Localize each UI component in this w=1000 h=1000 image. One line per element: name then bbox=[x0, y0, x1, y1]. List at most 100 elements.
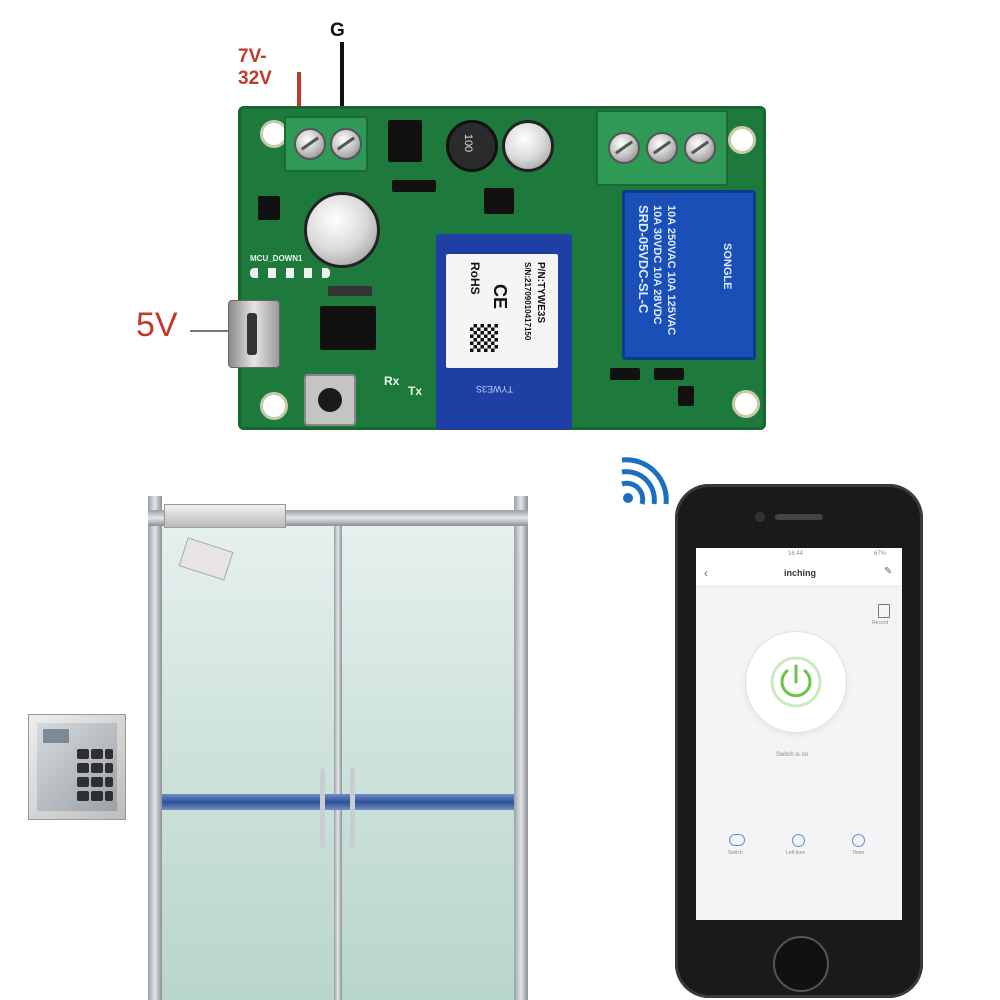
bottom-item-label: Switch bbox=[728, 850, 743, 856]
keypad-key[interactable] bbox=[77, 777, 89, 787]
keypad-key[interactable] bbox=[105, 749, 113, 759]
bottom-item-switch[interactable]: Switch bbox=[722, 834, 752, 864]
mcu-silk-label: MCU_DOWN1 bbox=[250, 254, 303, 263]
door-glass-right bbox=[342, 526, 514, 1000]
module-sn-text: S/N:21709010417150 bbox=[523, 262, 532, 341]
electric-lock bbox=[164, 504, 286, 528]
toggle-icon bbox=[729, 834, 745, 846]
module-rohs-text: RoHS bbox=[468, 262, 482, 295]
access-keypad bbox=[28, 714, 126, 820]
smartphone: 16:44 67% ‹ inching ✎ Record Switch is o… bbox=[675, 484, 923, 998]
voltage-lead-line bbox=[297, 72, 301, 130]
power-icon bbox=[770, 656, 822, 708]
ground-label: G bbox=[330, 20, 345, 41]
record-label: Record bbox=[872, 620, 889, 626]
bottom-item-label: Timer bbox=[852, 850, 865, 856]
module-antenna-text: TYWE3S bbox=[476, 384, 514, 394]
switch-status-text: Switch is on bbox=[776, 752, 809, 758]
output-terminal-block bbox=[596, 110, 728, 186]
keypad-panel bbox=[37, 723, 117, 811]
relay-rating-2: 10A 30VDC 10A 28VDC bbox=[651, 205, 663, 325]
screw-icon bbox=[646, 132, 678, 164]
door-center-divider bbox=[334, 526, 342, 1000]
inductor-value: 100 bbox=[462, 133, 475, 153]
module-ce-text: CE bbox=[490, 284, 510, 310]
screw-icon bbox=[684, 132, 716, 164]
phone-screen: 16:44 67% ‹ inching ✎ Record Switch is o… bbox=[696, 548, 902, 920]
smd-part bbox=[678, 386, 694, 406]
door-blue-rail bbox=[162, 794, 514, 810]
ground-lead-line bbox=[340, 42, 344, 132]
transistor bbox=[258, 196, 280, 220]
usb-lead-line bbox=[190, 330, 232, 332]
input-terminal-block bbox=[284, 116, 368, 172]
keypad-key[interactable] bbox=[91, 791, 103, 801]
status-time: 16:44 bbox=[788, 551, 804, 557]
back-icon[interactable]: ‹ bbox=[704, 566, 708, 580]
pcb-push-button[interactable] bbox=[304, 374, 356, 426]
keypad-key[interactable] bbox=[77, 763, 89, 773]
status-battery: 67% bbox=[874, 551, 887, 557]
door-handle-right[interactable] bbox=[350, 768, 355, 848]
usb-serial-ic bbox=[320, 306, 376, 350]
record-icon bbox=[878, 604, 890, 618]
voltage-in-label: 7V-32V bbox=[238, 46, 272, 89]
door-frame-right bbox=[514, 496, 528, 1000]
micro-usb-port[interactable] bbox=[228, 300, 280, 368]
wifi-signal-icon bbox=[621, 457, 669, 505]
record-button[interactable]: Record bbox=[872, 604, 898, 630]
smd-part bbox=[610, 368, 640, 380]
header-pads bbox=[250, 268, 330, 278]
edit-icon[interactable]: ✎ bbox=[884, 566, 893, 577]
relay-pcb-board: 100 MCU_DOWN1 Rx Tx P/N:TYWE3S S/N:21709… bbox=[228, 106, 766, 430]
small-ic bbox=[388, 120, 422, 162]
app-header: ‹ inching ✎ bbox=[696, 562, 902, 587]
rx-silk-label: Rx bbox=[384, 374, 400, 388]
screw-icon bbox=[608, 132, 640, 164]
diode bbox=[392, 180, 436, 192]
module-pn-text: P/N:TYWE3S bbox=[535, 262, 546, 324]
keypad-key[interactable] bbox=[77, 791, 89, 801]
small-capacitor bbox=[502, 120, 554, 172]
mount-hole-br bbox=[732, 390, 760, 418]
phone-speaker bbox=[775, 514, 823, 520]
clock-icon bbox=[852, 834, 865, 847]
relay-brand: SONGLE bbox=[721, 243, 733, 290]
door-handle-left[interactable] bbox=[320, 768, 325, 848]
regulator bbox=[484, 188, 514, 214]
resistor-array bbox=[328, 286, 372, 296]
bottom-item-left-time[interactable]: Left time bbox=[782, 834, 816, 864]
bottom-item-label: Left time bbox=[786, 850, 806, 856]
keypad-key[interactable] bbox=[91, 749, 103, 759]
tx-silk-label: Tx bbox=[408, 384, 423, 398]
large-capacitor bbox=[304, 192, 380, 268]
module-label-card: P/N:TYWE3S S/N:21709010417150 CE RoHS bbox=[446, 254, 558, 368]
relay-rating-1: 10A 250VAC 10A 125VAC bbox=[665, 205, 677, 336]
door-glass-left bbox=[162, 526, 336, 1000]
smd-part bbox=[654, 368, 684, 380]
phone-camera bbox=[755, 512, 765, 522]
status-bar: 16:44 67% bbox=[696, 548, 902, 562]
glass-double-door bbox=[148, 496, 528, 1000]
keypad-display bbox=[43, 729, 69, 743]
keypad-key[interactable] bbox=[77, 749, 89, 759]
keypad-key[interactable] bbox=[105, 777, 113, 787]
keypad-key[interactable] bbox=[91, 763, 103, 773]
mount-hole-tr bbox=[728, 126, 756, 154]
relay-model: SRD-05VDC-SL-C bbox=[636, 205, 651, 314]
header-title: inching bbox=[784, 568, 816, 578]
keypad-key[interactable] bbox=[91, 777, 103, 787]
screw-icon bbox=[294, 128, 326, 160]
wifi-module: P/N:TYWE3S S/N:21709010417150 CE RoHS TY… bbox=[436, 234, 572, 430]
inductor: 100 bbox=[446, 120, 498, 172]
mount-hole-bl bbox=[260, 392, 288, 420]
keypad-key[interactable] bbox=[105, 763, 113, 773]
screw-icon bbox=[330, 128, 362, 160]
songle-relay: 10A 250VAC 10A 125VAC 10A 30VDC 10A 28VD… bbox=[622, 190, 756, 360]
bottom-item-timer[interactable]: Timer bbox=[844, 834, 874, 864]
keypad-key[interactable] bbox=[105, 791, 113, 801]
home-button[interactable] bbox=[773, 936, 829, 992]
door-frame-left bbox=[148, 496, 162, 1000]
power-button[interactable] bbox=[746, 632, 846, 732]
usb-power-label: 5V bbox=[136, 306, 178, 344]
